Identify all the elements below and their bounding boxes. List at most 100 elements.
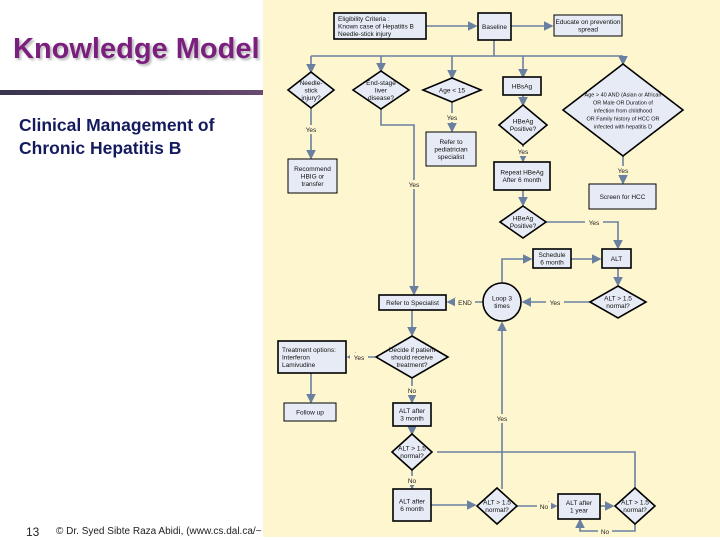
recommend-hbig-box-text: HBIG or	[301, 173, 325, 180]
label-no: No	[601, 529, 610, 536]
repeat-hbeag-box-text: Repeat HBeAg	[500, 170, 544, 177]
treatment-options-box-text: Interferon	[282, 354, 310, 361]
alt-box-text: ALT	[611, 256, 622, 263]
label-yes: Yes	[589, 220, 600, 227]
risk-factors-decision-text: infection from childhood	[594, 108, 652, 114]
baseline-box-text: Baseline	[482, 24, 507, 31]
page-number: 13	[26, 525, 40, 539]
label-yes: Yes	[409, 182, 420, 189]
alt-after-1-year-box-text: 1 year	[570, 508, 589, 515]
hbeag-positive-decision-2-shape	[498, 205, 548, 239]
schedule-6-month-box-text: Schedule	[538, 252, 565, 259]
hbeag-positive-decision-1-text: HBeAg	[513, 119, 534, 126]
needle-stick-decision-text: stick	[305, 87, 319, 94]
hbeag-positive-decision-2-text: Positive?	[510, 223, 537, 230]
alt-after-3-month-box-text: 3 month	[400, 416, 424, 423]
schedule-6-month-box-text: 6 month	[540, 260, 564, 267]
label-no: No	[408, 478, 417, 485]
slide-subtitle: Clinical Management of Chronic Hepatitis…	[19, 114, 214, 160]
recommend-hbig-box-text: Recommend	[294, 166, 331, 173]
hbeag-positive-decision-2-text: HBeAg	[513, 216, 534, 223]
alt-after-3-month-box-text: ALT after	[399, 408, 426, 415]
decide-treatment-decision-text: should receive	[391, 354, 433, 361]
alt-normal-decision-3-text: ALT > 1.5	[483, 500, 511, 507]
age-decision-shape	[420, 77, 484, 103]
alt-after-6-month-box-text: 6 month	[400, 506, 424, 513]
alt-normal-decision-4-shape	[613, 486, 657, 526]
needle-stick-decision-text: injury?	[301, 95, 321, 102]
eligibility-box-text: Known case of Hepatitis B	[338, 23, 414, 30]
refer-specialist-box-shape	[378, 294, 447, 311]
end-stage-liver-decision-shape	[351, 70, 411, 110]
alt-box-shape	[601, 248, 632, 269]
treatment-options-box-text: Treatment options:	[282, 347, 336, 354]
repeat-hbeag-box-text: After 6 month	[502, 177, 541, 184]
treatment-options-box-text: Lamivudine	[282, 362, 316, 369]
label-yes: Yes	[354, 355, 365, 362]
educate-box-shape	[553, 14, 623, 37]
refer-specialist-box: Refer to Specialist	[378, 294, 447, 311]
label-end: END	[458, 300, 472, 307]
alt-normal-decision-1-shape	[588, 285, 648, 319]
hbsag-box-shape	[502, 76, 542, 96]
refer-pediatrician-box-shape	[425, 131, 477, 167]
nodes: Eligibility Criteria :Known case of Hepa…	[277, 12, 685, 526]
follow-up-box: Follow up	[283, 402, 337, 422]
recommend-hbig-box-shape	[287, 158, 338, 194]
follow-up-box-shape	[283, 402, 337, 422]
alt-normal-decision-2-text: normal?	[400, 453, 424, 460]
label-yes: Yes	[518, 149, 529, 156]
age-decision: Age < 15	[420, 77, 484, 103]
risk-factors-decision-shape	[561, 62, 685, 158]
alt-box: ALT	[601, 248, 632, 269]
end-stage-liver-decision-text: liver	[375, 87, 388, 94]
decide-treatment-decision-text: treatment?	[396, 362, 427, 369]
decide-treatment-decision-shape	[374, 335, 450, 379]
risk-factors-decision-text: infected with hepatitis D	[594, 124, 652, 130]
decide-treatment-decision-text: Decide if patient	[389, 347, 436, 354]
connectors	[306, 21, 636, 532]
label-yes: Yes	[497, 416, 508, 423]
refer-pediatrician-box-text: Refer to	[439, 139, 463, 146]
baseline-box: Baseline	[477, 12, 512, 41]
alt-after-1-year-box-text: ALT after	[566, 500, 593, 507]
label-yes: Yes	[447, 115, 458, 122]
alt-after-1-year-box-shape	[557, 493, 601, 520]
hbsag-box: HBsAg	[502, 76, 542, 96]
risk-factors-decision-text: OR Male OR Duration of	[593, 100, 653, 106]
hbeag-positive-decision-1-text: Positive?	[510, 126, 537, 133]
loop-3-times-node-shape	[482, 282, 522, 322]
subtitle-line-1: Clinical Management of	[19, 115, 215, 135]
label-no: No	[540, 504, 549, 511]
educate-box-text: Educate on prevention	[555, 19, 620, 26]
eligibility-box-text: Eligibility Criteria :	[338, 16, 390, 23]
follow-up-box-text: Follow up	[296, 409, 324, 416]
repeat-hbeag-box-shape	[493, 161, 551, 191]
loop-3-times-node-text: times	[494, 303, 510, 310]
slide-title: Knowledge Model	[13, 33, 260, 65]
refer-pediatrician-box-text: pediatrician	[434, 146, 468, 153]
title-divider	[0, 90, 264, 95]
alt-normal-decision-1-text: normal?	[606, 303, 630, 310]
alt-normal-decision-4-text: ALT > 1.5	[621, 500, 649, 507]
screen-hcc-box-shape	[588, 183, 657, 210]
refer-specialist-box-text: Refer to Specialist	[386, 300, 439, 307]
eligibility-box: Eligibility Criteria :Known case of Hepa…	[333, 12, 427, 40]
